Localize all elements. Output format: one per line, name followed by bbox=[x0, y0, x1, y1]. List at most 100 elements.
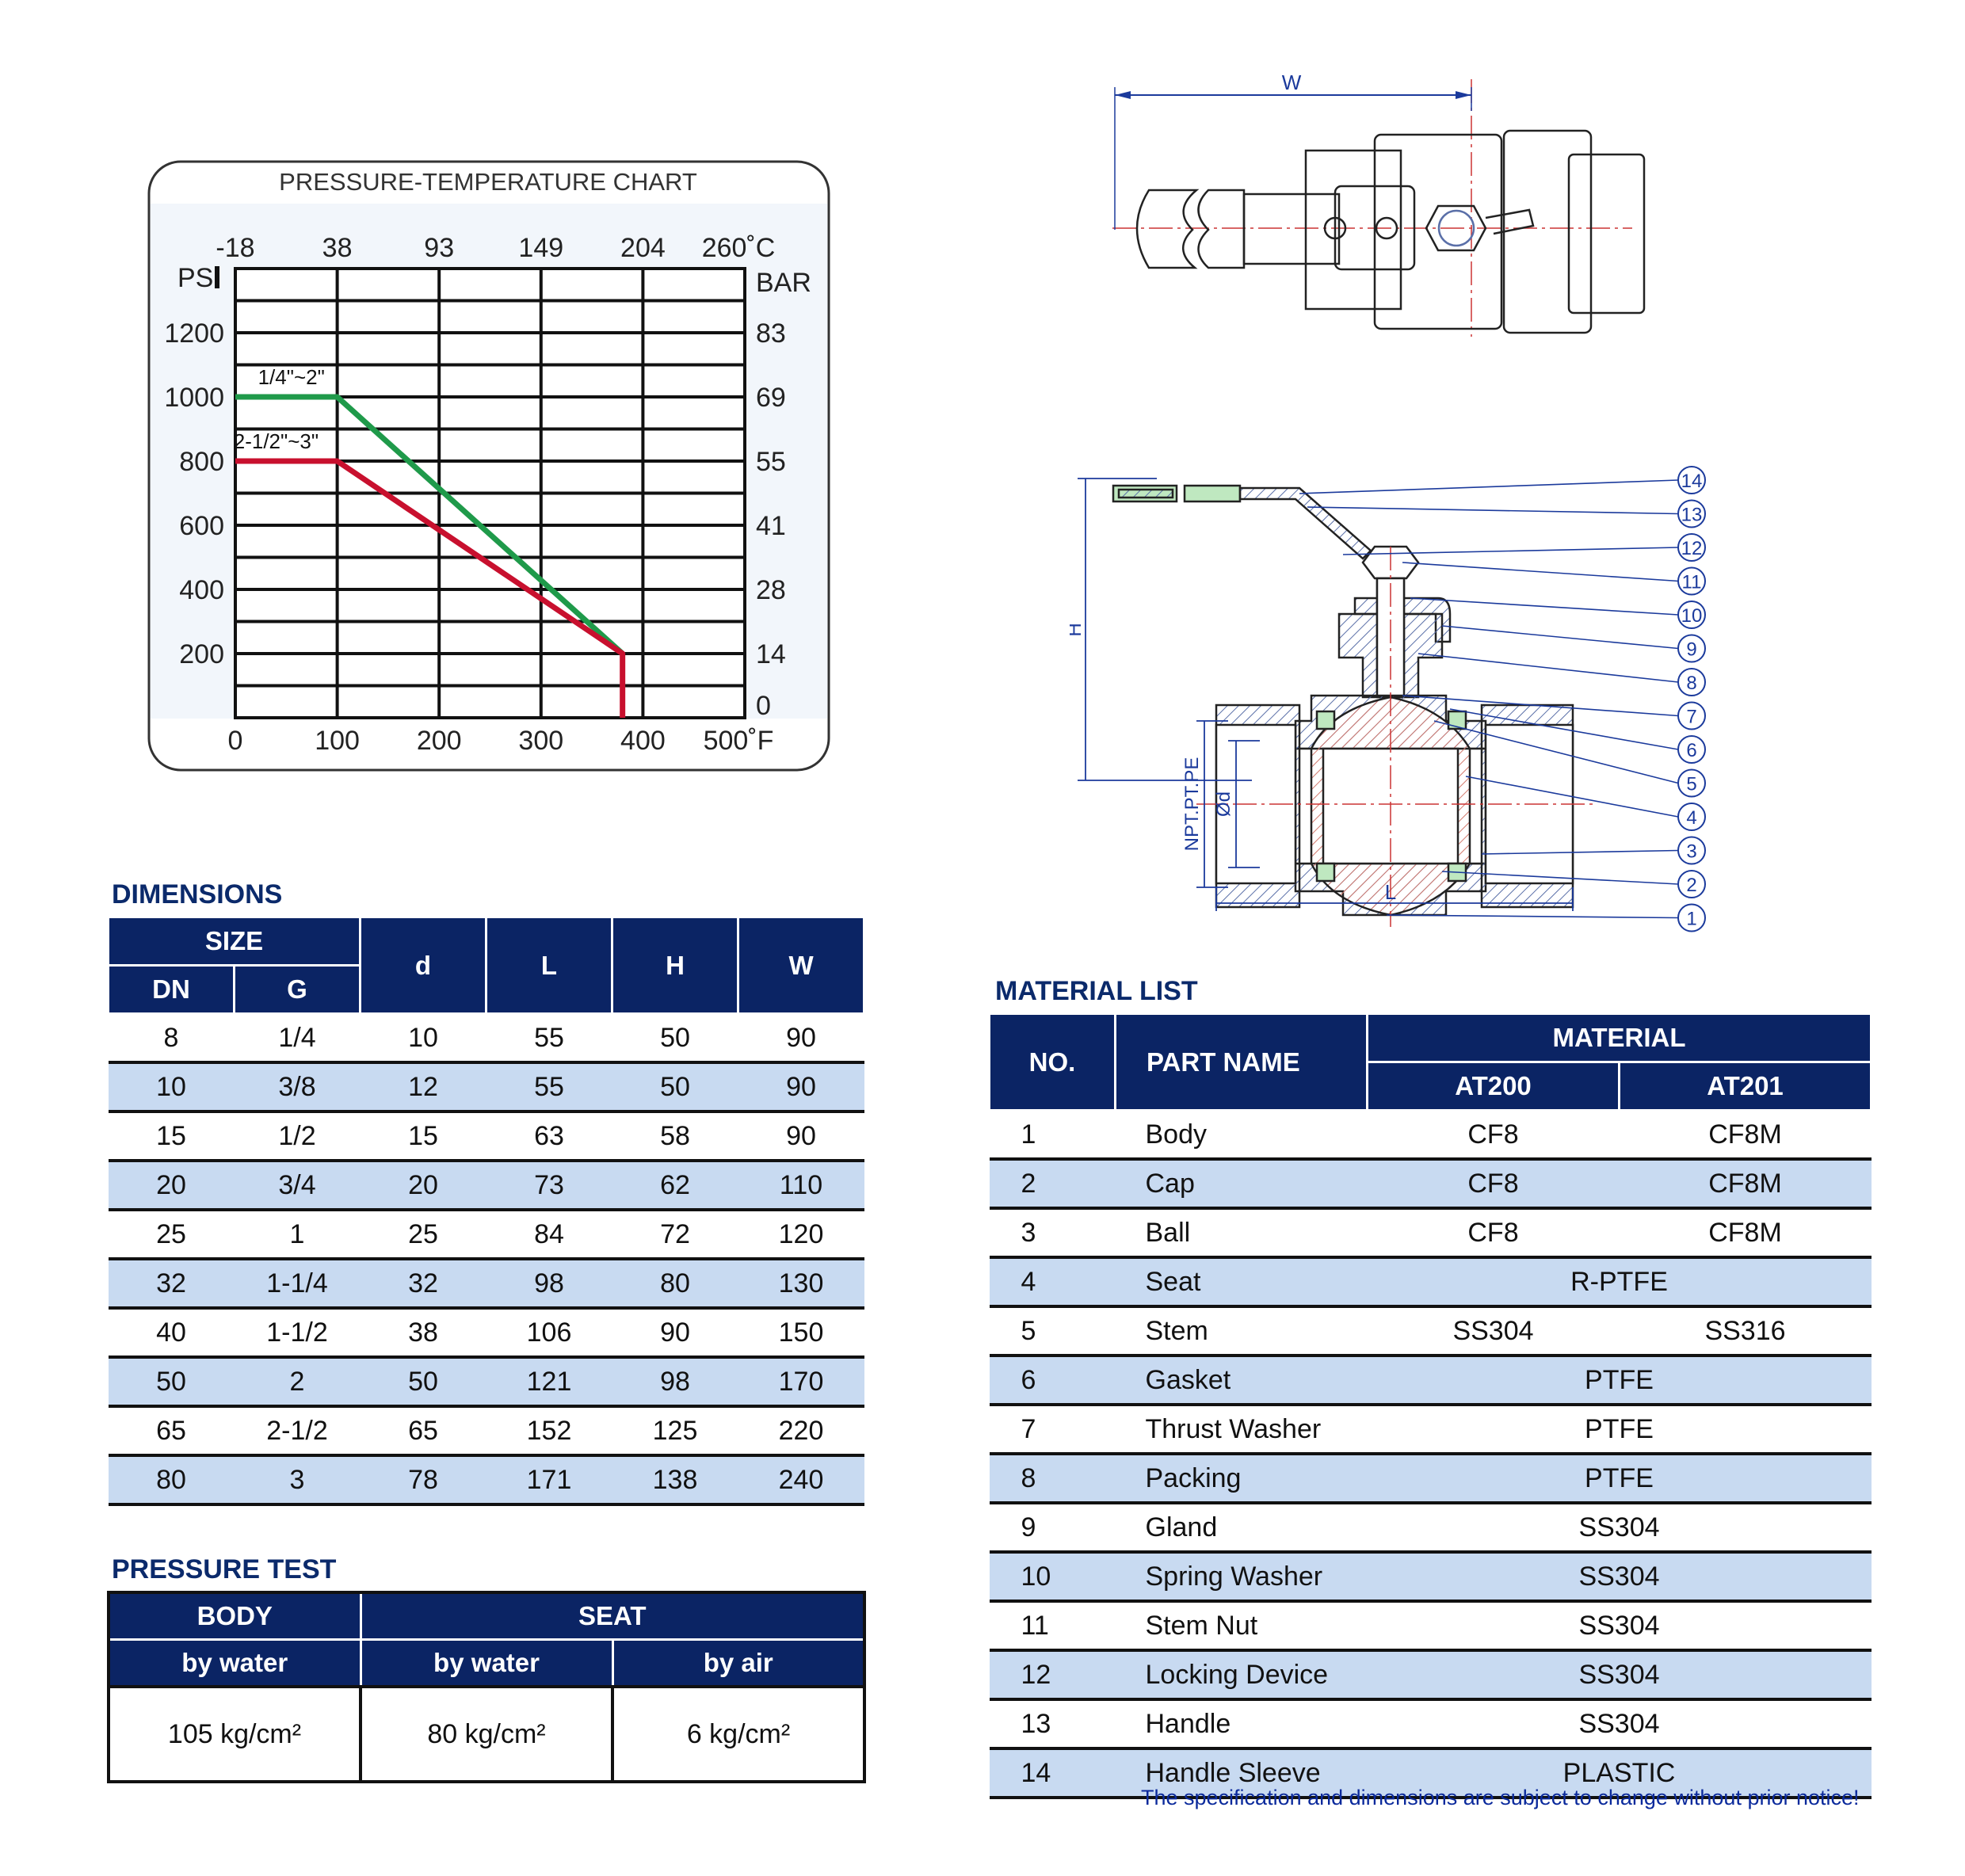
cell-material: SS304 bbox=[1367, 1699, 1872, 1750]
cell-at201: CF8M bbox=[1619, 1110, 1872, 1161]
y-tick-label: 600 bbox=[179, 511, 224, 541]
cell-at201: CF8M bbox=[1619, 1208, 1872, 1259]
cell-l: 84 bbox=[486, 1210, 612, 1260]
seat-water-value: 80 kg/cm² bbox=[359, 1685, 614, 1783]
cell-dn: 40 bbox=[108, 1308, 235, 1359]
d-dimension-label: Ød bbox=[1213, 791, 1234, 817]
cell-at200: SS304 bbox=[1367, 1306, 1620, 1357]
header-at200: AT200 bbox=[1366, 1061, 1620, 1111]
cell-g: 2-1/2 bbox=[234, 1406, 361, 1457]
seat-air-value: 6 kg/cm² bbox=[611, 1685, 866, 1783]
header-d: d bbox=[359, 916, 488, 1015]
cell-g: 2 bbox=[234, 1357, 361, 1408]
series-line-0 bbox=[235, 394, 625, 656]
y2-tick-label: 55 bbox=[756, 447, 786, 477]
x-tick-label: 300 bbox=[518, 726, 563, 756]
cell-h: 72 bbox=[612, 1210, 738, 1260]
cell-part: Packing bbox=[1115, 1454, 1368, 1504]
thread-label: NPT.PT.PE bbox=[1181, 757, 1203, 852]
cell-dn: 50 bbox=[108, 1357, 235, 1408]
callout-circle bbox=[1677, 836, 1706, 865]
arrow-icon bbox=[1456, 91, 1471, 99]
cell-w: 110 bbox=[738, 1161, 864, 1211]
callout-circle bbox=[1677, 668, 1706, 696]
cell-w: 90 bbox=[738, 1062, 864, 1113]
leader-line bbox=[1402, 695, 1679, 717]
callout-number: 4 bbox=[1686, 807, 1696, 829]
header-seat-air: by air bbox=[611, 1638, 866, 1688]
cell-material: R-PTFE bbox=[1367, 1257, 1872, 1308]
cell-part: Ball bbox=[1115, 1208, 1368, 1259]
series-label-1: 2-1/2"~3" bbox=[234, 429, 319, 453]
x2-tick-label: -18 bbox=[216, 233, 254, 263]
callout-number: 3 bbox=[1686, 841, 1696, 863]
cell-at201: CF8M bbox=[1619, 1159, 1872, 1210]
cell-h: 50 bbox=[612, 1013, 738, 1064]
cell-part: Locking Device bbox=[1115, 1650, 1368, 1701]
cell-l: 73 bbox=[486, 1161, 612, 1211]
leader-line bbox=[1433, 720, 1679, 784]
y-tick-label: 1200 bbox=[164, 318, 224, 349]
bar-axis-label: BAR bbox=[756, 268, 811, 298]
leader-line bbox=[1402, 562, 1679, 582]
w-dimension-label: W bbox=[1282, 71, 1302, 94]
chart-title: PRESSURE-TEMPERATURE CHART bbox=[279, 168, 697, 196]
cell-g: 1-1/4 bbox=[234, 1259, 361, 1310]
cell-at200: CF8 bbox=[1367, 1208, 1620, 1259]
h-dimension-label: H bbox=[1070, 623, 1086, 636]
pressure-temperature-chart: PRESSURE-TEMPERATURE CHART 1/4"~2"2-1/2"… bbox=[147, 160, 830, 772]
disclaimer-note: The specification and dimensions are sub… bbox=[1141, 1786, 1860, 1809]
header-at201: AT201 bbox=[1618, 1061, 1872, 1111]
header-seat-water: by water bbox=[359, 1638, 614, 1688]
cell-l: 152 bbox=[486, 1406, 612, 1457]
cell-h: 58 bbox=[612, 1111, 738, 1162]
cell-h: 90 bbox=[612, 1308, 738, 1359]
callout-circle bbox=[1677, 601, 1706, 629]
cell-no: 4 bbox=[989, 1257, 1116, 1308]
cell-w: 220 bbox=[738, 1406, 864, 1457]
callout-circle bbox=[1677, 768, 1706, 798]
cell-no: 14 bbox=[989, 1748, 1116, 1799]
callout-circle bbox=[1677, 499, 1706, 528]
leader-line bbox=[1465, 776, 1679, 818]
header-body-water: by water bbox=[107, 1638, 362, 1688]
cell-w: 130 bbox=[738, 1259, 864, 1310]
cell-w: 240 bbox=[738, 1455, 864, 1506]
cell-d: 15 bbox=[360, 1111, 486, 1162]
header-w: W bbox=[737, 916, 866, 1015]
callout-circle bbox=[1677, 466, 1706, 494]
callout-number: 10 bbox=[1681, 605, 1703, 627]
leader-line bbox=[1441, 871, 1679, 885]
y-tick-label: 1000 bbox=[164, 383, 224, 413]
cell-h: 50 bbox=[612, 1062, 738, 1113]
cell-no: 1 bbox=[989, 1110, 1116, 1161]
callout-circle bbox=[1677, 533, 1706, 562]
cell-dn: 80 bbox=[108, 1455, 235, 1506]
cell-g: 1/2 bbox=[234, 1111, 361, 1162]
callout-number: 1 bbox=[1686, 909, 1696, 930]
y2-tick-label: 0 bbox=[756, 691, 771, 721]
cell-at200: CF8 bbox=[1367, 1159, 1620, 1210]
header-seat: SEAT bbox=[359, 1591, 866, 1641]
cell-dn: 32 bbox=[108, 1259, 235, 1310]
cell-part: Handle Sleeve bbox=[1115, 1748, 1368, 1799]
callout-number: 12 bbox=[1681, 538, 1703, 559]
callout-number: 13 bbox=[1681, 505, 1703, 526]
callout-number: 14 bbox=[1681, 471, 1703, 492]
header-body: BODY bbox=[107, 1591, 362, 1641]
cell-dn: 25 bbox=[108, 1210, 235, 1260]
body-water-value: 105 kg/cm² bbox=[107, 1685, 362, 1783]
cell-material: PTFE bbox=[1367, 1405, 1872, 1455]
callout-number: 8 bbox=[1686, 673, 1696, 694]
cell-d: 32 bbox=[360, 1259, 486, 1310]
callout-number: 7 bbox=[1686, 707, 1696, 728]
